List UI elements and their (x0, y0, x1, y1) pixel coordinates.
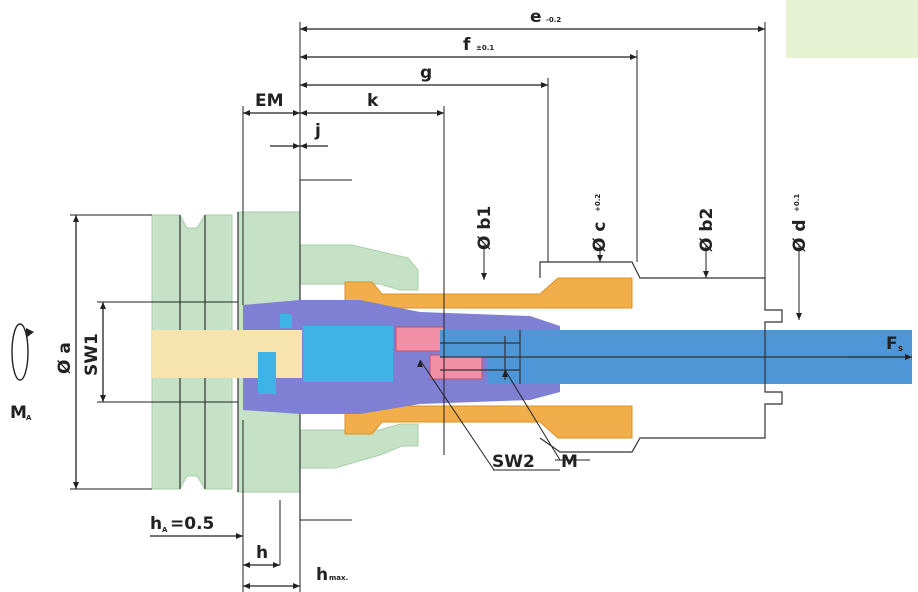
arrow-b1 (481, 273, 487, 280)
seal-ring (395, 326, 483, 380)
arrow-a-top (73, 215, 79, 222)
arrow-ma-rotation (26, 328, 34, 338)
arrow-a-bottom (73, 482, 79, 489)
label-g: g (420, 63, 432, 83)
arrow-g-left (300, 82, 307, 88)
label-h: h (256, 543, 268, 563)
contact-carrier (258, 314, 393, 394)
label-em: EM (255, 91, 284, 111)
arrow-h-left (243, 562, 250, 568)
arrow-em-right (293, 110, 300, 116)
label-b2: Ø b2 (697, 208, 717, 252)
label-f: f (463, 35, 471, 55)
label-c-tolerance: +0.2 (594, 194, 602, 212)
label-ma: M (10, 403, 27, 423)
arrow-e-right (758, 26, 765, 32)
arrow-m-leader (502, 370, 508, 377)
arrow-f-right (630, 54, 637, 60)
arrow-g-right (541, 82, 548, 88)
label-e-tolerance: -0.2 (546, 16, 561, 24)
label-ma-subscript: A (26, 414, 32, 422)
arrow-hmax-right (293, 583, 300, 589)
arrow-h-right (273, 562, 280, 568)
left-dimensions (70, 214, 238, 490)
corner-patch (786, 0, 918, 58)
diameter-arrows (483, 245, 800, 320)
outer-body-outline (539, 261, 783, 453)
arrow-fs (905, 354, 912, 360)
arrowheads (73, 26, 912, 589)
label-ha-subscript: A (162, 526, 168, 534)
arrow-k-left (300, 110, 307, 116)
label-a: Ø a (55, 342, 75, 374)
label-sw1: SW1 (82, 333, 102, 376)
arrow-sw1-top (100, 302, 106, 309)
label-hmax: h (316, 565, 328, 585)
label-b1: Ø b1 (475, 206, 495, 250)
label-fs: F (886, 334, 898, 354)
arrow-sw2-leader (417, 360, 423, 367)
crimp-sleeve (344, 277, 633, 439)
leader-lines (419, 356, 912, 471)
label-fs-subscript: S (898, 345, 903, 353)
arrow-j-left (293, 143, 300, 149)
label-ha-value: =0.5 (170, 514, 214, 534)
label-k: k (367, 91, 379, 111)
arrow-j-right (300, 143, 307, 149)
label-f-tolerance: ±0.1 (476, 44, 494, 52)
label-e: e (530, 7, 542, 27)
label-m: M (561, 452, 578, 472)
arrow-e-left (300, 26, 307, 32)
label-sw2: SW2 (492, 452, 535, 472)
label-d-tolerance: +0.1 (793, 194, 801, 212)
dimension-labels: e -0.2 f ±0.1 g k EM j Ø b1 Ø c +0.2 Ø b… (10, 7, 903, 585)
label-d: Ø d (790, 219, 810, 252)
drive-shaft (152, 330, 302, 378)
label-hmax-subscript: max. (329, 574, 348, 582)
arrow-c (597, 255, 603, 262)
arrow-f-left (300, 54, 307, 60)
arrow-d (796, 313, 802, 320)
arrow-sw1-bottom (100, 395, 106, 402)
arrow-ha (236, 533, 243, 539)
arrow-em-left (243, 110, 250, 116)
torque-rotation-icon (11, 323, 34, 381)
label-c: Ø c (590, 222, 610, 252)
arrow-b2 (703, 271, 709, 278)
label-j: j (314, 121, 321, 141)
arrow-k-right (437, 110, 444, 116)
arrow-hmax-left (243, 583, 250, 589)
label-ha: h (150, 514, 162, 534)
